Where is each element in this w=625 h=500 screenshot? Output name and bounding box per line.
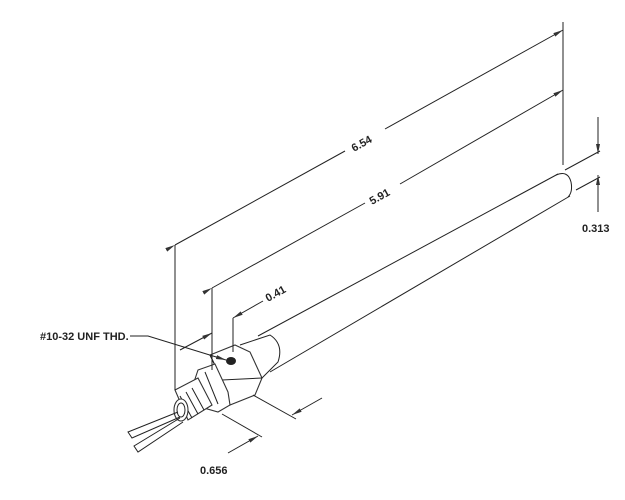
dim-tube-length: 5.91 (368, 187, 393, 208)
thread-callout: #10-32 UNF THD. (40, 331, 227, 361)
dimension-0-41: 0.41 (179, 284, 289, 351)
dimension-0-313: 0.313 (582, 117, 610, 235)
dimension-5-91: 5.91 (202, 89, 564, 295)
dim-hex-width: 0.656 (200, 465, 228, 477)
dimension-0-656: 0.656 (200, 397, 323, 477)
tube-collar (239, 334, 281, 379)
sheath-tube (257, 173, 573, 373)
thread-hole (226, 357, 236, 365)
strain-relief (173, 377, 213, 422)
dim-hex-offset: 0.41 (264, 284, 289, 305)
lead-wires (127, 411, 184, 453)
dim-tube-diameter: 0.313 (582, 223, 610, 235)
thread-callout-label: #10-32 UNF THD. (40, 331, 129, 343)
dim-overall-length: 6.54 (350, 133, 375, 154)
dimension-6-54: 6.54 (165, 29, 564, 252)
extension-lines (174, 22, 601, 438)
